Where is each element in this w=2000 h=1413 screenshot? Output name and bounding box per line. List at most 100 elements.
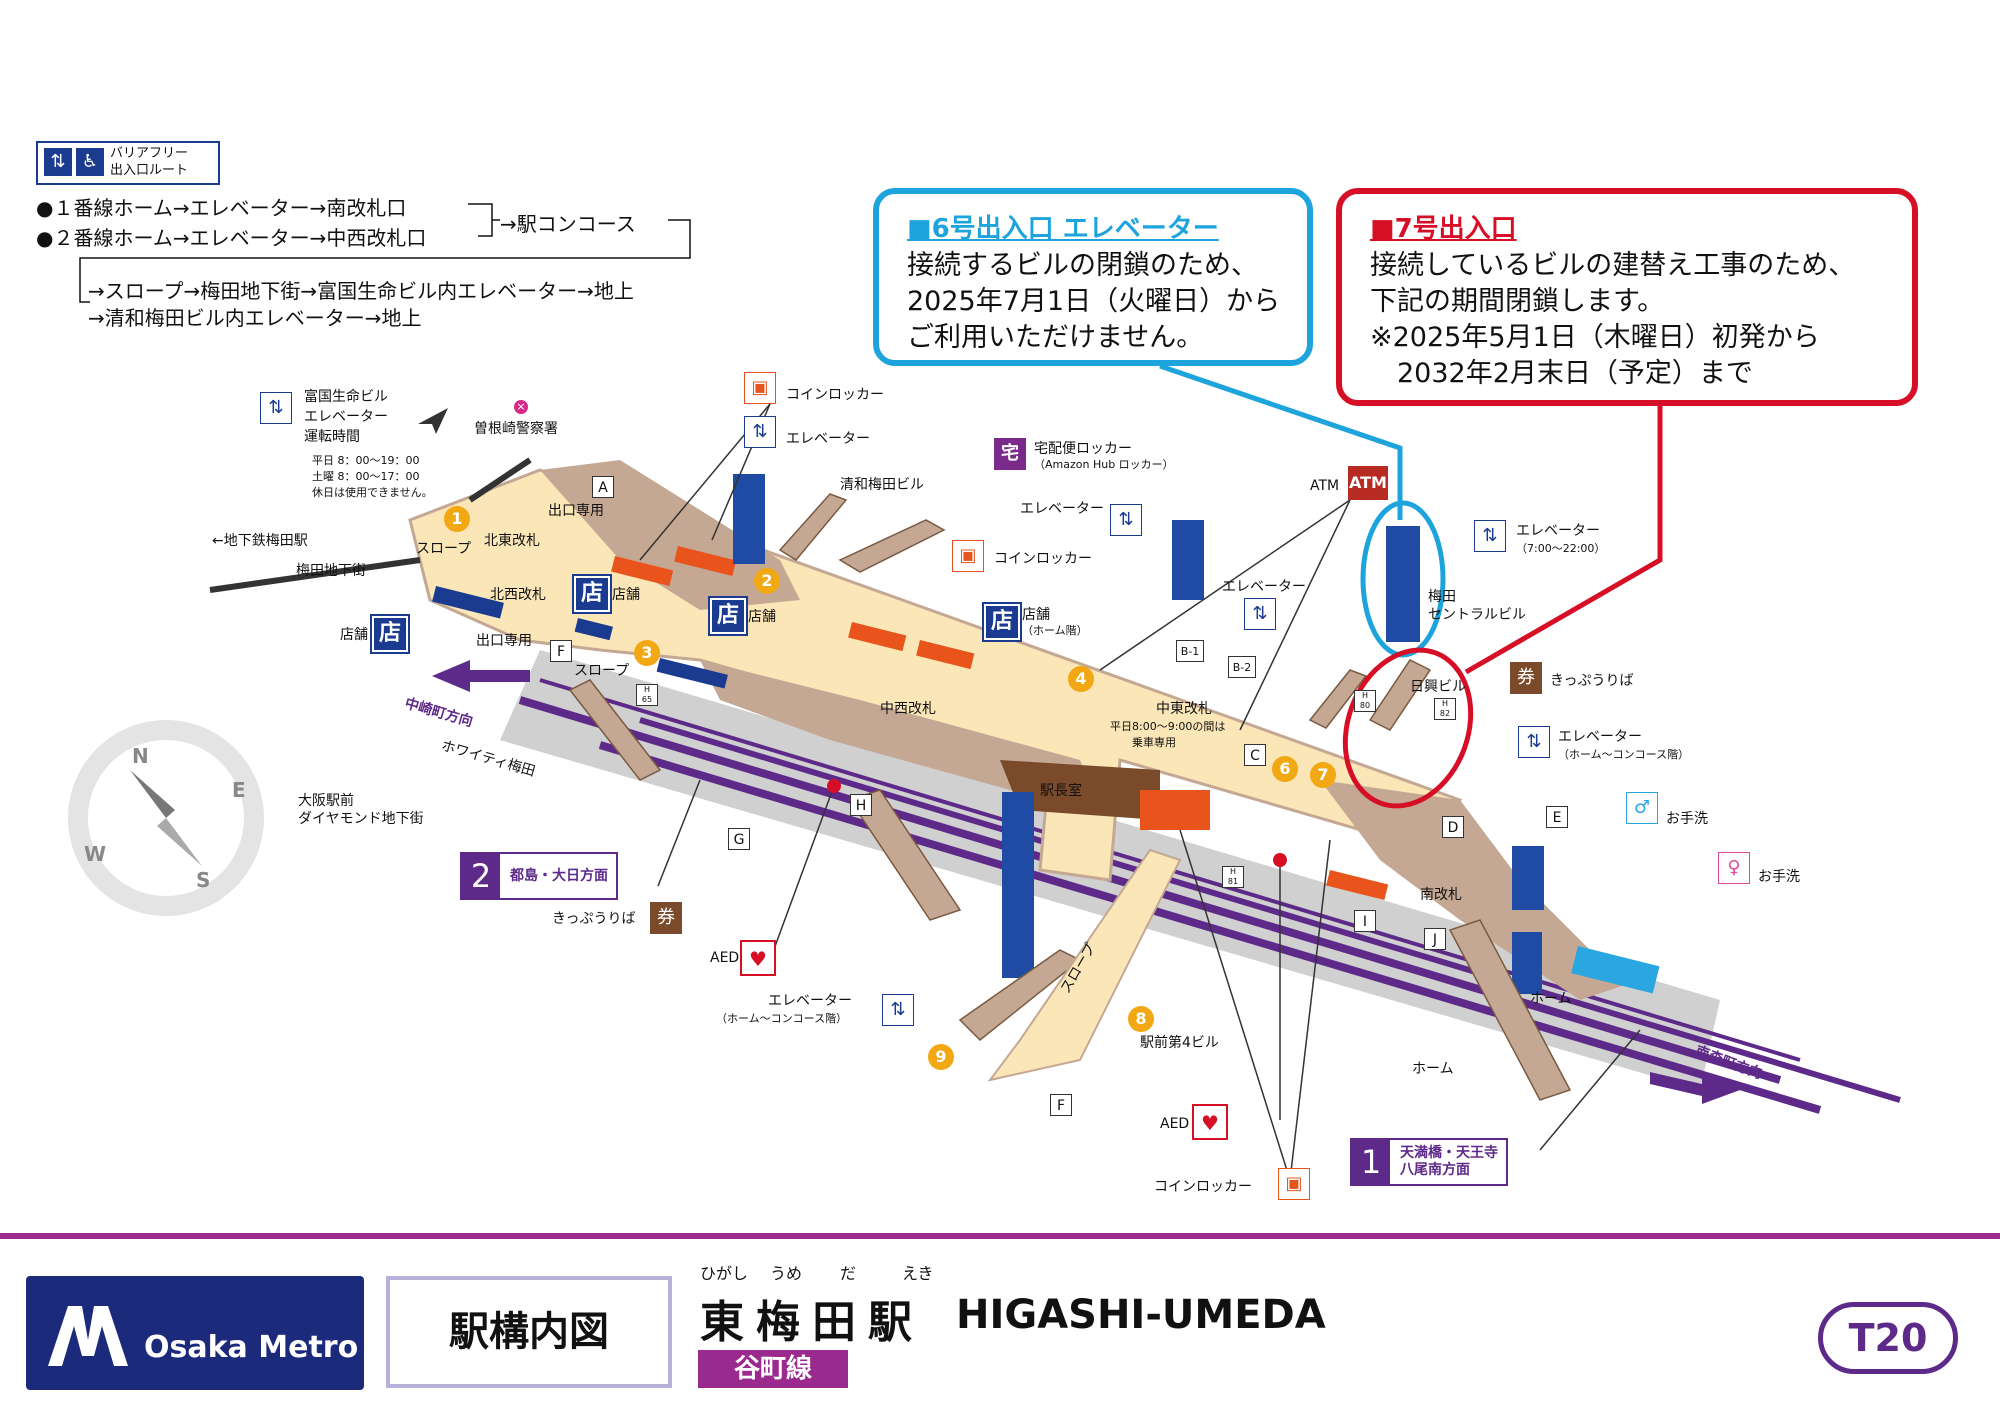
umeda-corridor — [209, 557, 421, 593]
wheelchair-icon: ♿ — [76, 148, 104, 176]
ekimae4-label: 駅前第4ビル — [1140, 1035, 1219, 1051]
exit-number-6: 6 — [1272, 756, 1298, 782]
osaka-dia-label-2: ダイヤモンド地下街 — [298, 811, 424, 827]
naka-nishi-gate-area — [700, 660, 1100, 810]
elevator-central-hours: （7:00〜22:00） — [1516, 542, 1606, 555]
elevator-icon: ⇅ — [1518, 726, 1550, 758]
exit-only-label-1: 出口専用 — [548, 503, 604, 519]
fukoku-title-1: 富国生命ビル — [304, 389, 388, 405]
exit-number-3: 3 — [634, 640, 660, 666]
coin-locker-label-2: コインロッカー — [994, 551, 1092, 567]
subway-umeda-label: ←地下鉄梅田駅 — [212, 533, 308, 549]
height-value: 65 — [641, 695, 653, 704]
toilet-label-2: お手洗 — [1758, 869, 1800, 885]
brand-name: Osaka Metro — [144, 1330, 359, 1365]
ruby-eki: えき — [902, 1264, 934, 1283]
platform-2-number: 2 — [462, 854, 502, 898]
route-seiwa: →清和梅田ビル内エレベーター→地上 — [88, 306, 422, 330]
aed-location-1 — [827, 779, 841, 793]
shops — [611, 546, 1389, 901]
route-concourse: →駅コンコース — [500, 212, 636, 236]
shop-home-sublabel: （ホーム階） — [1022, 624, 1088, 637]
accessibility-title-1: バリアフリー — [110, 146, 189, 161]
platform-2-badge: 2 都島・大日方面 — [460, 852, 618, 900]
exit-letter-j: J — [1424, 928, 1446, 950]
elevator-icon: ⇅ — [44, 148, 72, 176]
exit-number-9: 9 — [928, 1044, 954, 1070]
line-name-badge: 谷町線 — [698, 1350, 848, 1388]
platform-label-2: ホーム — [1530, 991, 1572, 1007]
aed-icon: ♥ — [740, 940, 776, 976]
fukoku-hours-1: 平日 8：00〜19：00 — [312, 454, 420, 467]
exit-number-8: 8 — [1128, 1006, 1154, 1032]
coin-locker-label-1: コインロッカー — [786, 387, 884, 403]
compass-icon — [68, 720, 264, 916]
compass-s: S — [196, 868, 211, 892]
naka-higashi-gate-label: 中東改札 — [1156, 701, 1212, 717]
ruby-da: だ — [840, 1264, 857, 1283]
exit-letter-c: C — [1244, 744, 1266, 766]
elevator-home-concourse-label-1: エレベーター — [768, 993, 852, 1009]
takuhaibin-label: 宅配便ロッカー — [1034, 441, 1132, 457]
blue-blocks — [432, 586, 1660, 994]
exit6-notice-title: ■6号出入口 エレベーター — [907, 214, 1219, 244]
exit-number-4: 4 — [1068, 666, 1094, 692]
exit7-connector — [1464, 406, 1663, 675]
exit-letter-g: G — [728, 828, 750, 850]
exit-letter-e: E — [1546, 806, 1568, 828]
shop-icon: 店 — [982, 602, 1022, 642]
ruby-ume: うめ — [770, 1264, 803, 1283]
morning-only-label-1: 平日8:00〜9:00の間は — [1110, 720, 1226, 733]
height-value: 81 — [1227, 877, 1239, 886]
elevator-home-concourse-label-2: エレベーター — [1558, 729, 1642, 745]
route-brackets — [79, 203, 691, 303]
elevator-central-label: エレベーター — [1516, 523, 1600, 539]
north-corridor — [468, 457, 532, 503]
exit7-notice: ■7号出入口 接続しているビルの建替え工事のため、 下記の期間閉鎖します。 ※2… — [1336, 188, 1918, 406]
accessibility-title-2: 出入口ルート — [110, 163, 189, 178]
aed-label-2: AED — [1160, 1116, 1190, 1132]
police-icon: × — [514, 400, 528, 414]
atm-icon: ATM — [1348, 466, 1388, 500]
osaka-dia-label-1: 大阪駅前 — [298, 793, 354, 809]
stairs — [568, 493, 1572, 1101]
station-master-room — [1000, 760, 1160, 820]
map-title: 駅構内図 — [386, 1276, 672, 1388]
height-value: 80 — [1359, 701, 1371, 710]
elevator-icon: ⇅ — [882, 994, 914, 1026]
fukoku-title-3: 運転時間 — [304, 429, 360, 445]
elevator-shafts — [733, 474, 1544, 994]
fukoku-hours-3: 休日は使用できません。 — [312, 486, 433, 499]
nakazaki-arrow — [432, 660, 530, 692]
station-code-badge: T20 — [1818, 1302, 1958, 1374]
exit-letter-b2: B-2 — [1228, 656, 1256, 678]
slope-label-2: スロープ — [574, 663, 630, 679]
exit6-connector — [1159, 363, 1403, 520]
north-east-gate-label: 北東改札 — [484, 533, 540, 549]
compass-n: N — [132, 744, 149, 768]
elevator-label-2: エレベーター — [1020, 501, 1104, 517]
metro-m-icon — [48, 1306, 128, 1366]
aed-icon: ♥ — [1192, 1104, 1228, 1140]
height-value: 82 — [1439, 709, 1451, 718]
shop-label-1: 店舗 — [340, 627, 368, 643]
compass-e: E — [232, 778, 246, 802]
exit-only-label-2: 出口専用 — [476, 633, 532, 649]
elevator-icon: ⇅ — [1474, 520, 1506, 552]
toilet-icon: ♀ — [1718, 852, 1750, 884]
exit-letter-b1: B-1 — [1176, 640, 1204, 662]
elevator-label-1: エレベーター — [786, 431, 870, 447]
toilet-icon: ♂ — [1626, 792, 1658, 824]
platform-1-number: 1 — [1352, 1140, 1392, 1184]
aed-label-1: AED — [710, 950, 740, 966]
fukoku-title-2: エレベーター — [304, 409, 388, 425]
ticket-icon: 券 — [1510, 662, 1542, 694]
elevator-label-3: エレベーター — [1222, 579, 1306, 595]
north-west-gate-label: 北西改札 — [490, 587, 546, 603]
ticket-label-1: きっぷうりば — [1550, 673, 1634, 689]
exit-letter-f-south: F — [1050, 1094, 1072, 1116]
